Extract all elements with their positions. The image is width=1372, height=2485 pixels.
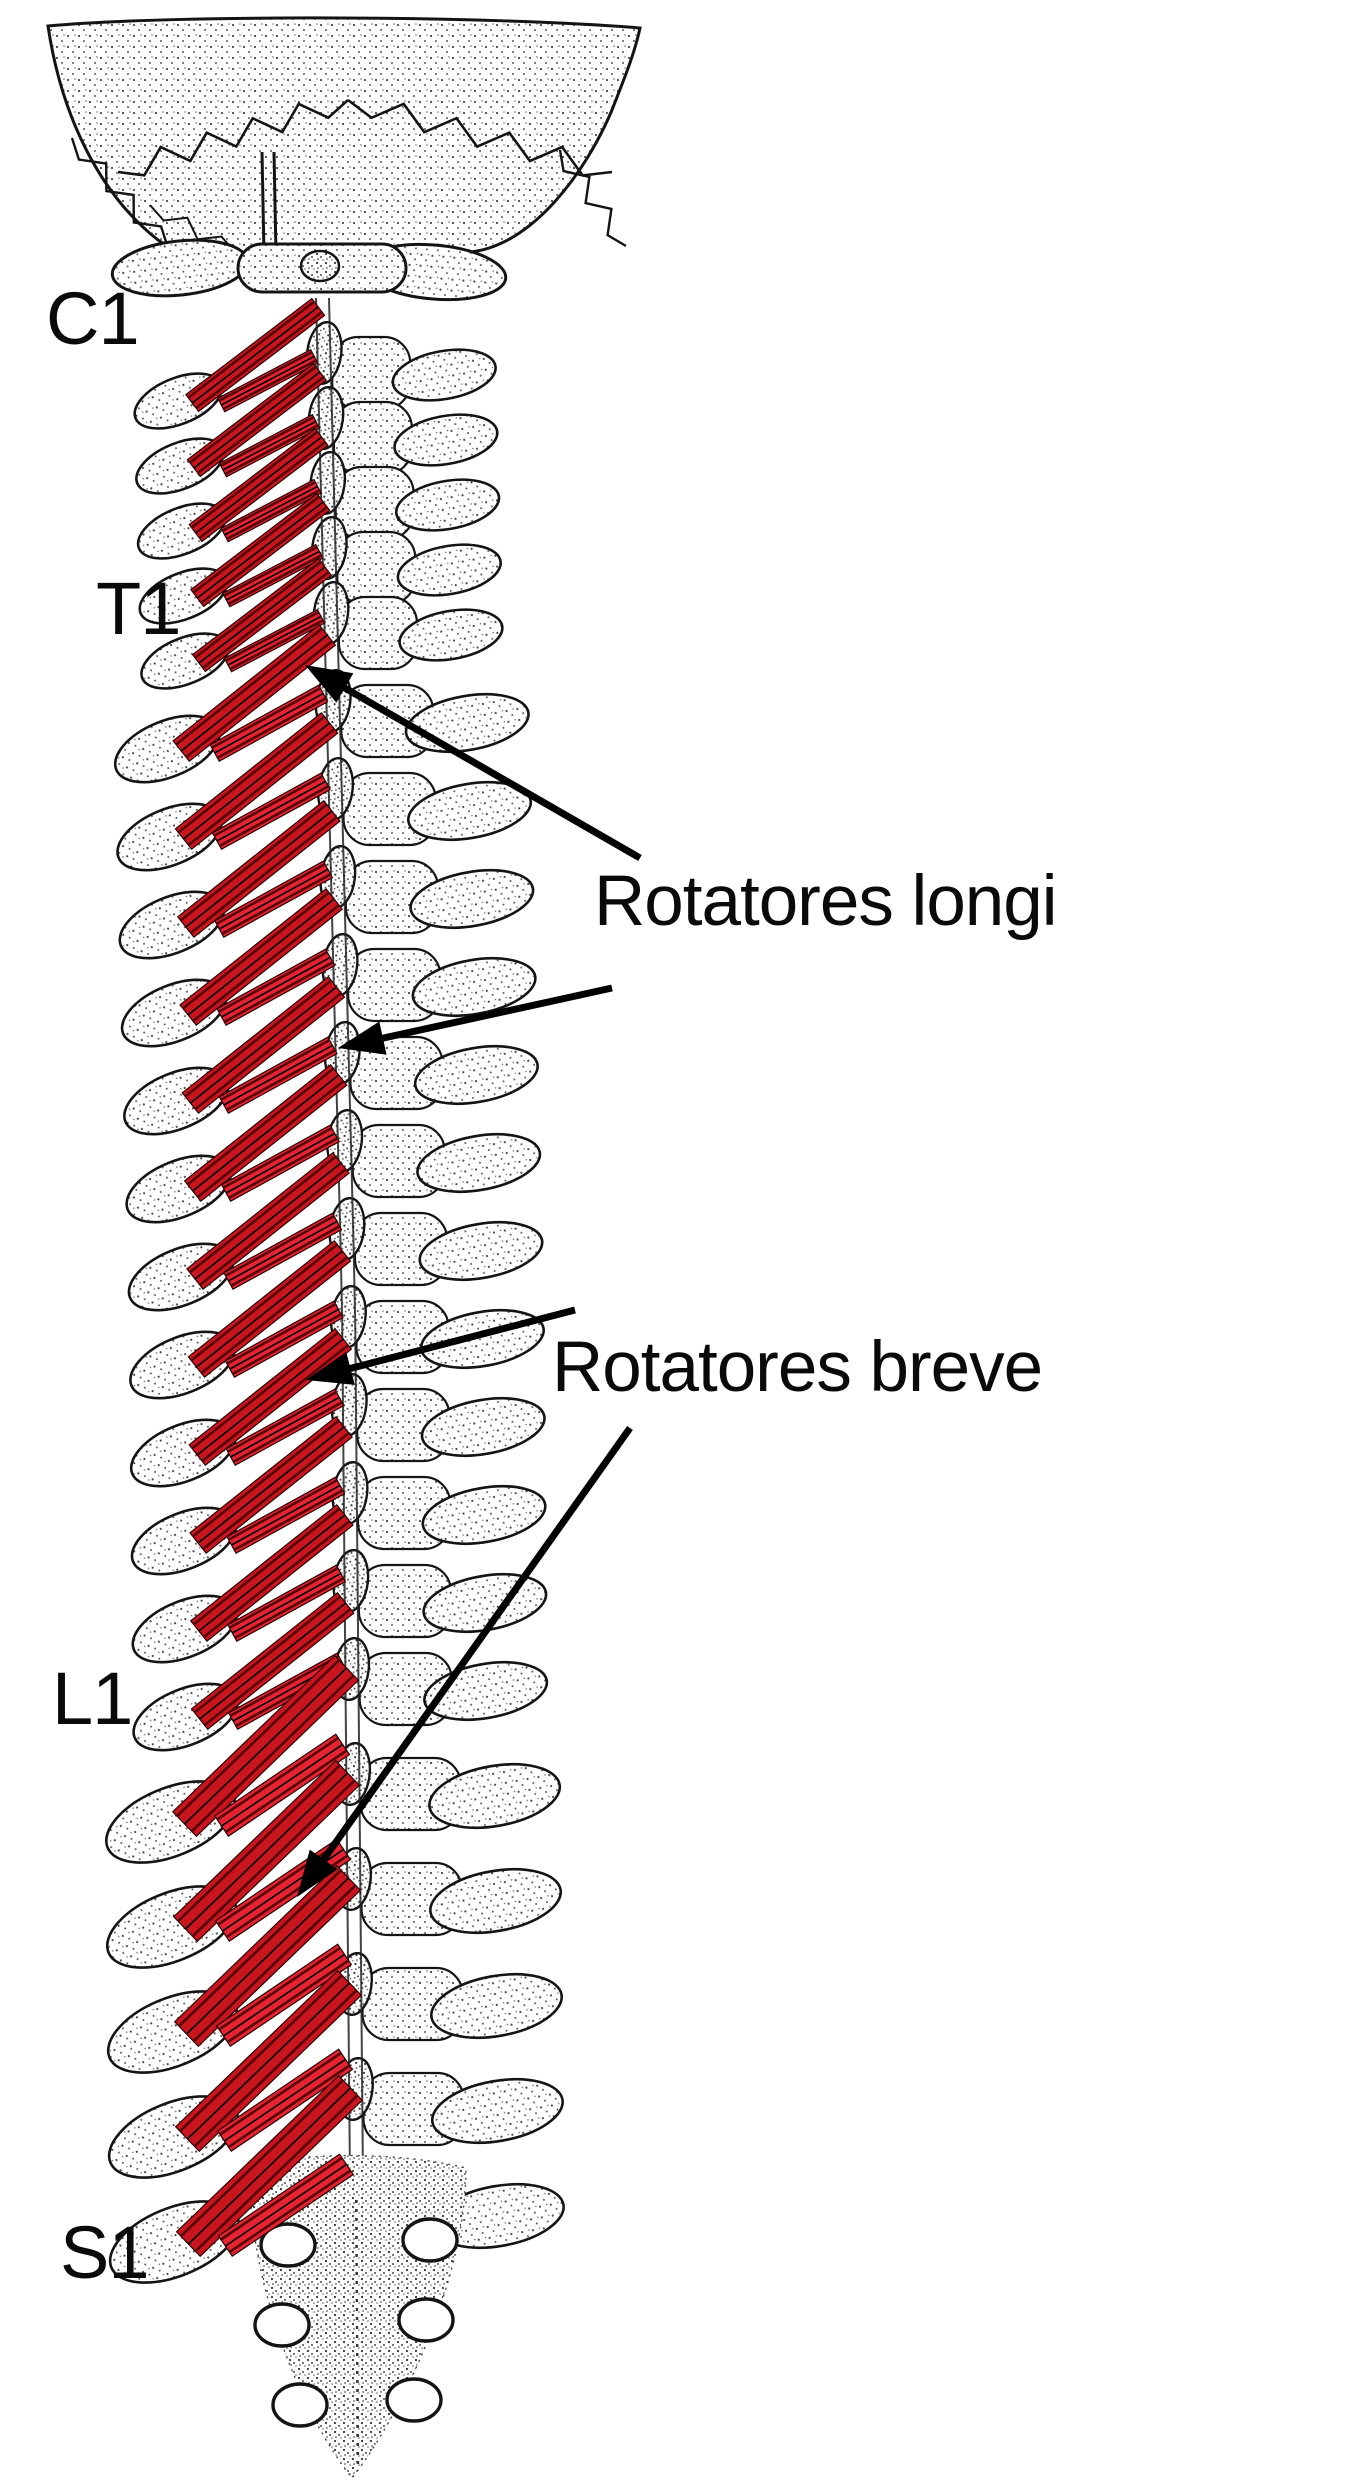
- level-label-s1: S1: [60, 2211, 150, 2294]
- skull-illustration: [46, 16, 642, 261]
- leader-arrows: [297, 665, 642, 1897]
- sacrum: [249, 2154, 467, 2480]
- level-label-l1: L1: [52, 1657, 133, 1740]
- atlas-c1-bone: [110, 238, 508, 302]
- vertebral-column: [104, 297, 565, 2284]
- level-label-t1: T1: [96, 567, 181, 650]
- rotatores-muscles: [171, 297, 364, 2258]
- annotation-label-rotatores-breve: Rotatores breve: [552, 1328, 1043, 1407]
- annotation-label-rotatores-longi: Rotatores longi: [594, 862, 1058, 941]
- level-label-c1: C1: [46, 277, 140, 360]
